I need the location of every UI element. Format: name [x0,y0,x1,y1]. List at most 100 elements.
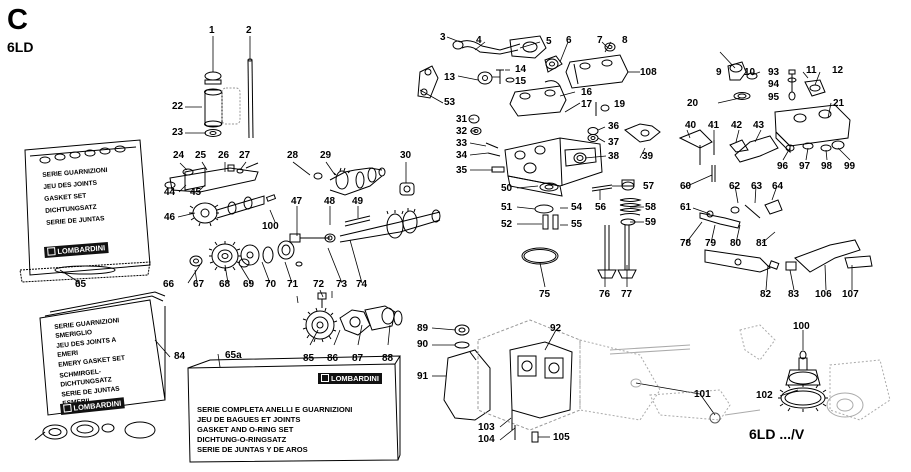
callout-93: 93 [768,67,780,78]
callout-89: 89 [417,323,429,334]
lombardini-logo-65a: LOMBARDINI [318,373,382,384]
callout-48: 48 [324,196,336,207]
callout-91: 91 [417,371,429,382]
callout-65a: 65a [225,350,242,361]
callout-19: 19 [614,99,626,110]
callout-15: 15 [515,76,527,87]
callout-60: 60 [680,181,692,192]
callout-73: 73 [336,279,348,290]
callout-51: 51 [501,202,513,213]
section-letter: C [7,4,28,36]
callout-52: 52 [501,219,513,230]
camshaft-center [313,167,415,196]
gasket-kit-65-drawing [19,139,151,283]
callout-100-left: 100 [262,221,279,232]
right-middle-linkage [699,199,873,273]
callout-108: 108 [640,67,657,78]
gasket-kit-65-text: SERIE GUARNIZIONI JEU DES JOINTS GASKET … [42,165,112,230]
callout-49: 49 [352,196,364,207]
callout-96: 96 [777,161,789,172]
callout-64: 64 [772,181,784,192]
callout-57: 57 [643,181,655,192]
callout-82: 82 [760,289,772,300]
crankshaft-gear-102 [778,350,828,412]
callout-16: 16 [581,87,593,98]
callout-94: 94 [768,79,780,90]
pushrod-and-crankshaft-gear [289,208,441,243]
callout-98: 98 [821,161,833,172]
variant-label: 6LD .../V [749,426,805,442]
callout-42: 42 [731,120,743,131]
callout-28: 28 [287,150,299,161]
callout-95: 95 [768,92,780,103]
callout-41: 41 [708,120,720,131]
kit-line: SERIE COMPLETA ANELLI E GUARNIZIONI [197,405,353,414]
callout-99: 99 [844,161,856,172]
callout-34: 34 [456,150,468,161]
engine-model: 6LD [7,39,34,55]
callout-71: 71 [287,279,299,290]
callout-31: 31 [456,114,468,125]
emery-kit-84-text: SERIE GUARNIZIONI SMERIGLIO JEU DES JOIN… [54,317,133,409]
callout-44: 44 [164,187,176,198]
callout-8: 8 [622,35,628,46]
camshaft-left [189,194,277,227]
callout-54: 54 [571,202,583,213]
kit-line: JEU DE BAGUES ET JOINTS [197,415,301,424]
callout-3: 3 [440,32,446,43]
callout-79: 79 [705,238,717,249]
callout-26: 26 [218,150,230,161]
callout-100-right: 100 [793,321,810,332]
callout-6: 6 [566,35,572,46]
callout-12: 12 [832,65,844,76]
valves-and-springs [521,179,642,279]
callout-5: 5 [546,36,552,47]
callout-37: 37 [608,137,620,148]
callout-46: 46 [164,212,176,223]
callout-85: 85 [303,353,315,364]
callout-38: 38 [608,151,620,162]
callout-43: 43 [753,120,765,131]
callout-103: 103 [478,422,495,433]
callout-102: 102 [756,390,773,401]
callout-11: 11 [806,65,817,76]
callout-24: 24 [173,150,185,161]
callout-68: 68 [219,279,231,290]
callout-47: 47 [291,196,303,207]
complete-kit-65a-text: SERIE COMPLETA ANELLI E GUARNIZIONI JEU … [197,405,352,455]
callout-106: 106 [815,289,832,300]
callout-76: 76 [599,289,611,300]
callout-77: 77 [621,289,633,300]
kit-line: SERIE DE JUNTAS Y DE AROS [197,445,308,454]
callout-30: 30 [400,150,412,161]
kit-line: DICHTUNG-O-RINGSATZ [197,435,287,444]
callout-9: 9 [716,67,722,78]
callout-40: 40 [685,120,697,131]
callout-4: 4 [476,35,482,46]
callout-32: 32 [456,126,468,137]
right-upper-group [678,61,851,182]
callout-66: 66 [163,279,175,290]
callout-17: 17 [581,99,593,110]
rocker-bracket-group [164,58,259,193]
callout-20: 20 [687,98,699,109]
callout-56: 56 [595,202,607,213]
callout-1: 1 [209,25,215,36]
leader-lines [59,36,853,441]
callout-80: 80 [730,238,742,249]
callout-10: 10 [744,67,756,78]
callout-36: 36 [608,121,620,132]
callout-86: 86 [327,353,339,364]
cylinder-head-main [468,114,661,197]
injection-pump-gear-group [302,292,403,343]
callout-2: 2 [246,25,252,36]
callout-62: 62 [729,181,741,192]
callout-59: 59 [645,217,657,228]
callout-97: 97 [799,161,811,172]
callout-45: 45 [190,187,202,198]
callout-78: 78 [680,238,692,249]
callout-53: 53 [444,97,456,108]
callout-101: 101 [694,389,711,400]
callout-84: 84 [174,351,186,362]
